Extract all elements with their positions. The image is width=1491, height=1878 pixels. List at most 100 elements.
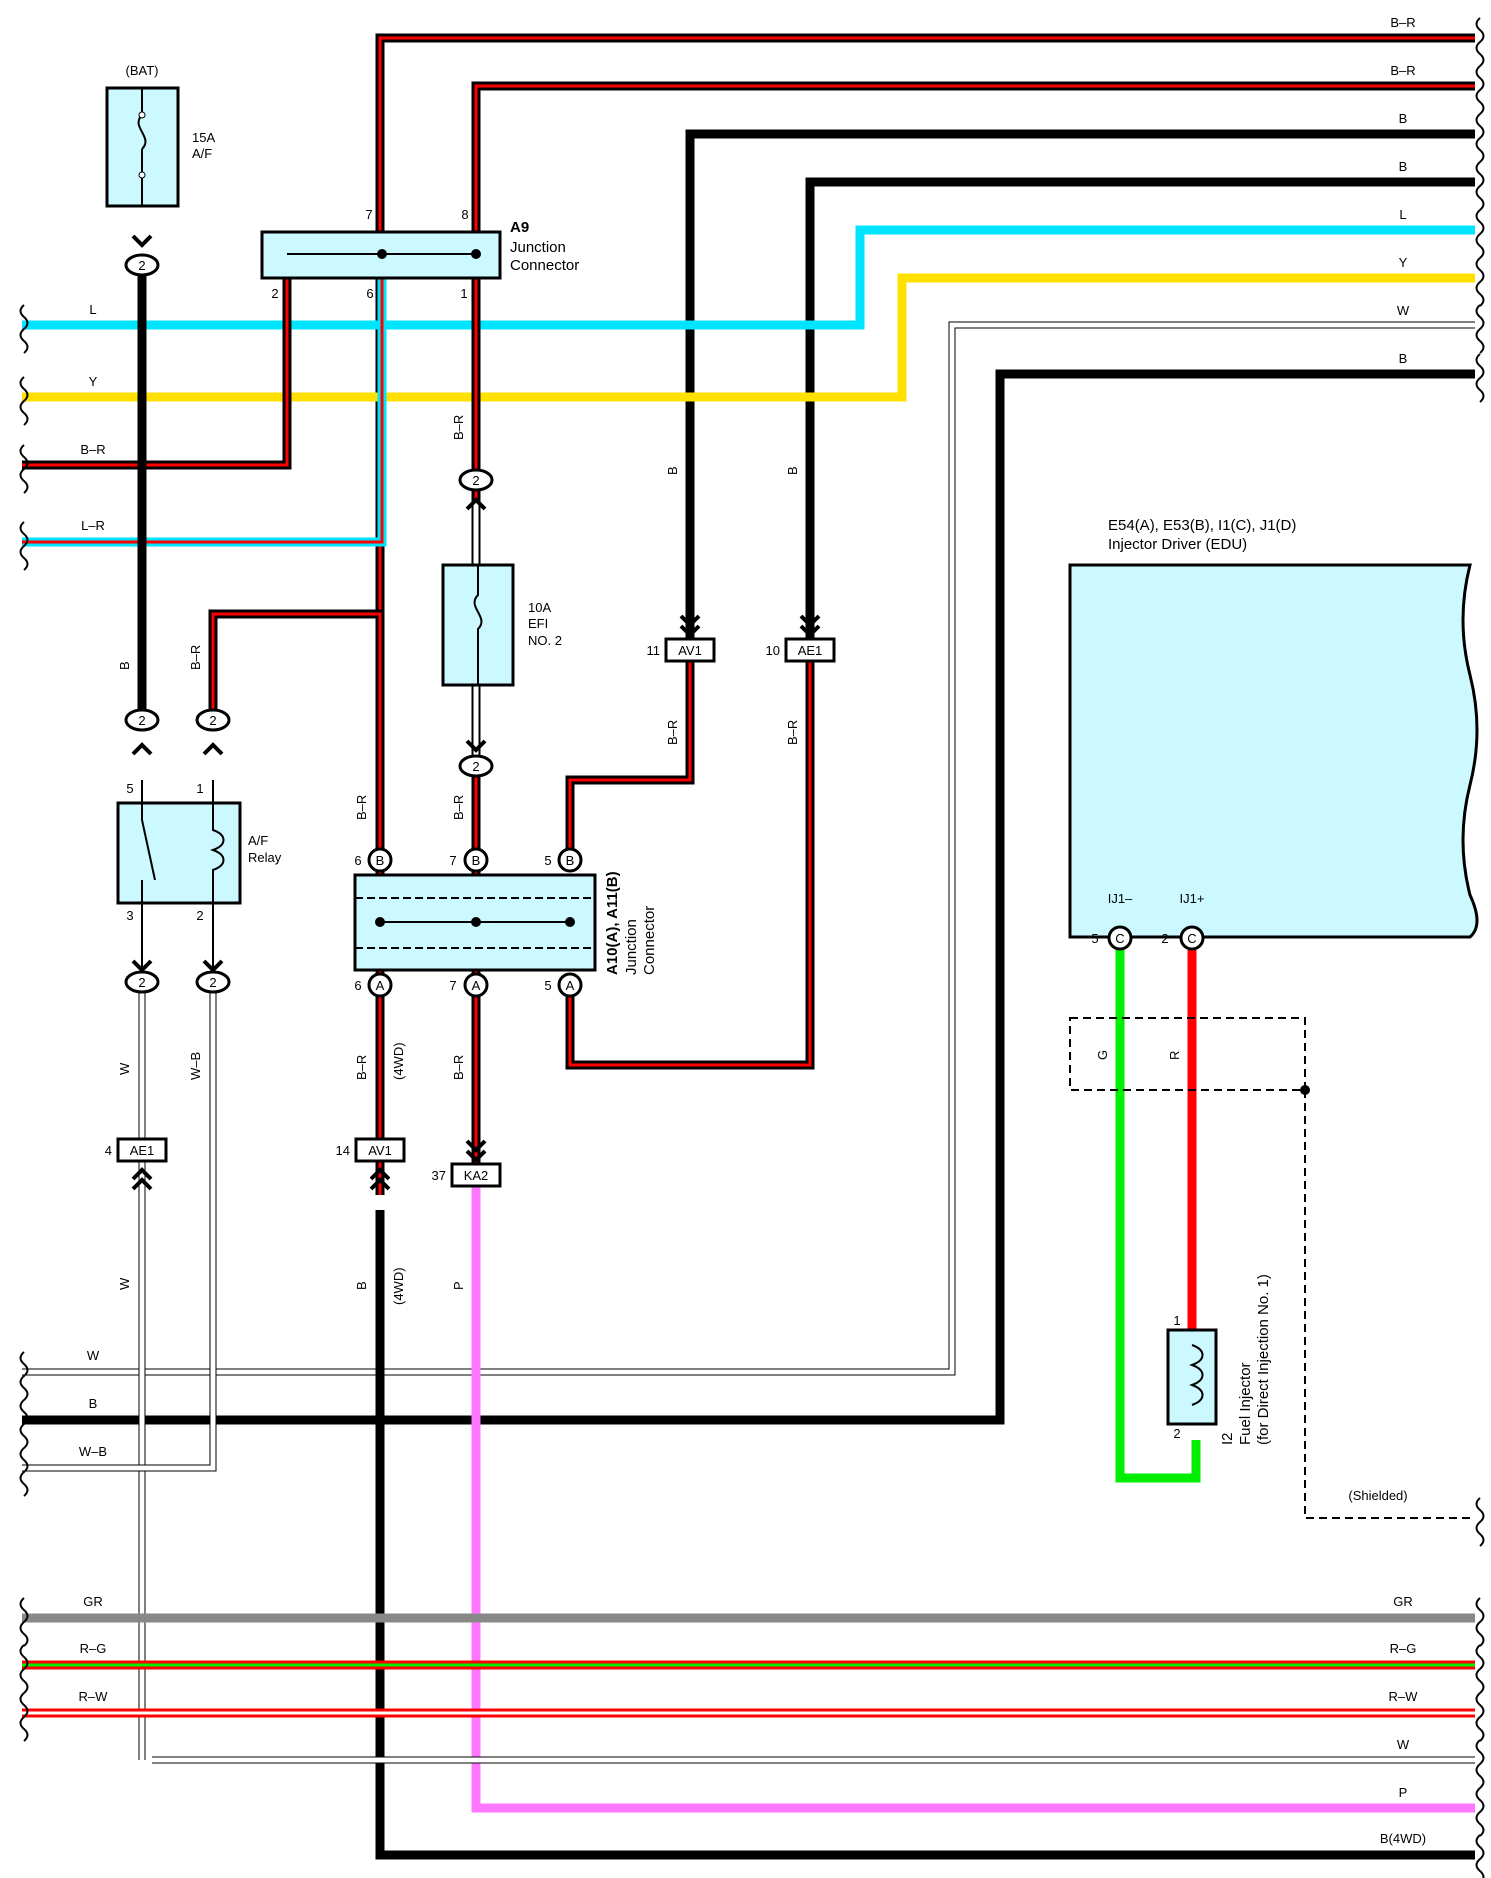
wire-label-vertical: B–R xyxy=(188,645,203,670)
pin-ring xyxy=(1107,925,1133,951)
a10-top-pin7: 7 xyxy=(449,853,456,868)
wire-g xyxy=(1115,950,1201,1483)
wire-break-right xyxy=(1475,65,1485,115)
relay-pin5: 5 xyxy=(126,781,133,796)
left-wire-label: Y xyxy=(89,374,98,389)
wire-break-right xyxy=(1475,304,1485,354)
arrow-down-icon xyxy=(679,624,701,638)
wire-label-vertical: B–R xyxy=(451,795,466,820)
pin-ring xyxy=(367,972,393,998)
arrow-up-icon xyxy=(369,1167,391,1181)
wires-layer xyxy=(22,33,1475,1860)
wire-break-right xyxy=(1475,161,1485,211)
right-wire-label: P xyxy=(1399,1785,1408,1800)
injector-pin2: 2 xyxy=(1173,1426,1180,1441)
wire-core xyxy=(685,129,1475,640)
a10-top-pin6: 6 xyxy=(354,853,361,868)
wire-label-vertical: W–B xyxy=(188,1052,203,1080)
wire-break-left xyxy=(19,1597,29,1647)
wire-break-right xyxy=(1475,353,1485,403)
pin-letter: C xyxy=(1115,931,1124,946)
right-wire-label: B xyxy=(1399,111,1408,126)
a10-pin-a7: A xyxy=(463,972,489,998)
junction-oval xyxy=(458,754,494,778)
a9-name1: Junction xyxy=(510,239,566,256)
splice-dot xyxy=(375,917,385,927)
wire-break-right xyxy=(1475,1739,1485,1789)
wire-break-left xyxy=(19,1351,29,1401)
splice-dot xyxy=(1300,1085,1310,1095)
injector-name2: (for Direct Injection No. 1) xyxy=(1255,1274,1272,1445)
wire-break-left xyxy=(19,1399,29,1449)
wire-outline xyxy=(22,985,217,1472)
wire-break-left xyxy=(19,304,29,354)
relay-name2: Relay xyxy=(248,850,282,865)
wire-label-vertical: G xyxy=(1095,1050,1110,1060)
right-wire-label: B(4WD) xyxy=(1380,1831,1426,1846)
a10-bot-pin7: 7 xyxy=(449,978,456,993)
connector-pin: 37 xyxy=(432,1168,446,1183)
a9-code: A9 xyxy=(510,219,529,236)
wire-core xyxy=(22,225,1475,330)
junction-relay-3: 2 xyxy=(124,970,160,994)
left-wire-label: W xyxy=(87,1348,100,1363)
a10-pin-b5: B xyxy=(557,847,583,873)
wire-br-av1 xyxy=(565,660,695,860)
wire-br-left xyxy=(22,271,292,470)
junction-label: 2 xyxy=(472,473,479,488)
wire-break-left xyxy=(19,376,29,426)
pin-ring xyxy=(463,972,489,998)
wire-break-right xyxy=(1475,1597,1485,1647)
wire-break-right xyxy=(1475,1692,1485,1742)
wire-b-4wd xyxy=(375,1210,1475,1860)
connector-id: AE1 xyxy=(130,1143,155,1158)
wire-core xyxy=(471,1185,1475,1813)
junction-label: 2 xyxy=(472,759,479,774)
relay-pin1: 1 xyxy=(196,781,203,796)
arrow-down-icon xyxy=(799,624,821,638)
edu-pin-ij1-minus: C xyxy=(1107,925,1133,951)
edu-pin-plus-label: IJ1+ xyxy=(1180,891,1205,906)
arrow-up-icon xyxy=(131,1167,153,1181)
injector-name1: Fuel Injector xyxy=(1237,1362,1254,1445)
edu-pin-minus-label: IJ1– xyxy=(1108,891,1133,906)
wire-break-right xyxy=(1475,1834,1485,1878)
connector-id: AV1 xyxy=(368,1143,392,1158)
wire-label-vertical: B xyxy=(785,466,800,475)
a10-pin-a5: A xyxy=(557,972,583,998)
connector-box xyxy=(450,1162,502,1188)
wire-label-vertical: R xyxy=(1167,1051,1182,1060)
shield-box xyxy=(1069,1017,1306,1091)
a9-pin8: 8 xyxy=(461,207,468,222)
wire-y xyxy=(22,273,1475,402)
wire-core xyxy=(22,271,292,470)
wire-break-right xyxy=(1475,209,1485,259)
a10-top-pin5: 5 xyxy=(544,853,551,868)
relay-name1: A/F xyxy=(248,833,268,848)
wire-label-vertical: B xyxy=(665,466,680,475)
wire-core xyxy=(565,660,695,860)
right-wire-label: B xyxy=(1399,159,1408,174)
edu-pin-ij1-plus: C xyxy=(1179,925,1205,951)
left-wire-label: W–B xyxy=(79,1444,107,1459)
splice-dot xyxy=(471,917,481,927)
wire-core xyxy=(805,177,1475,640)
fuse-efi-name1: EFI xyxy=(528,616,548,631)
wire-label-vertical: B–R xyxy=(354,1055,369,1080)
edu-num-plus: 2 xyxy=(1161,931,1168,946)
arrow-up-icon xyxy=(369,1177,391,1191)
wire-b-ae1 xyxy=(805,177,1475,640)
connector-id: AE1 xyxy=(798,643,823,658)
injector-pin1: 1 xyxy=(1173,1313,1180,1328)
connector-box xyxy=(784,637,836,663)
left-wire-label: L–R xyxy=(81,518,105,533)
wire-label-vertical: B–R xyxy=(665,720,680,745)
junction-label: 2 xyxy=(138,258,145,273)
wire-w-mid xyxy=(22,321,1475,1376)
left-wire-label: B–R xyxy=(80,442,105,457)
right-wire-label: GR xyxy=(1393,1594,1413,1609)
arrow-up-icon xyxy=(202,742,224,756)
